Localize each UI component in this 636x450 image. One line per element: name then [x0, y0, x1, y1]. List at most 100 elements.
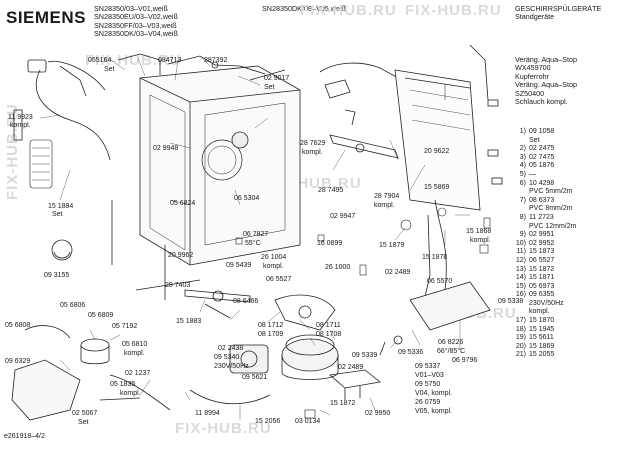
part-number-label: 11 9923 — [8, 114, 33, 121]
legend-part-number: 15 2055 — [529, 351, 555, 359]
part-number-label: 26 1004 — [261, 254, 287, 261]
legend-row: 15)05 6973 — [506, 283, 576, 292]
legend-row: 16)09 6355 — [506, 291, 576, 300]
part-number-label: 09 5338 — [498, 298, 524, 305]
part-number-label: 02 9017 — [264, 75, 290, 82]
part-number-label: 09 3155 — [44, 272, 70, 279]
legend-index: 4) — [519, 162, 526, 170]
part-number-label: 03 0134 — [295, 418, 321, 425]
legend-index: 11) — [516, 248, 526, 256]
part-number-label: 06 5570 — [427, 278, 453, 285]
model-line: SN28350EU/03–V02,weiß — [94, 12, 178, 22]
model-list: SN28350/03–V01,weiß SN28350EU/03–V02,wei… — [94, 4, 178, 39]
duct-cover — [409, 281, 491, 331]
part-number-label: 20 9622 — [424, 148, 450, 155]
legend-part-number: 15 1945 — [529, 325, 555, 333]
legend-part-number: 15 5611 — [529, 334, 554, 342]
legend-index: 12) — [515, 256, 526, 264]
legend-index: 8) — [519, 213, 526, 221]
legend-index: 10) — [515, 239, 526, 247]
legend-row: 14)15 1871 — [506, 274, 576, 283]
legend-part-number: 08 6373 — [529, 196, 555, 204]
part-number-label: V01–V03 — [415, 372, 444, 379]
part-number-label: 05 6808 — [5, 322, 31, 329]
part-number-label: 28 7403 — [165, 282, 191, 289]
legend-index: 13) — [515, 265, 526, 273]
legend-part-number: 15 1872 — [529, 265, 555, 273]
part-number-label: 15 1879 — [379, 242, 405, 249]
legend-row: PVC 12mm/2m — [506, 223, 576, 232]
part-number-label: 08 1712 — [258, 322, 284, 329]
part-number-label: kompl. — [263, 263, 284, 270]
part-number-label: 08 1711 — [316, 322, 341, 329]
legend-row: 8)11 2723 — [506, 214, 576, 223]
legend-index: 7) — [519, 196, 526, 204]
part-number-label: kompl. — [124, 350, 145, 357]
part-number-label: 06 8226 — [438, 339, 464, 346]
part-number-label: 15 1884 — [48, 203, 74, 210]
part-number-label: 15 1872 — [330, 400, 356, 407]
legend-part-number: PVC 12mm/2m — [529, 222, 577, 230]
change-notes: Veräng. Aqua–Stop WX459700 Kupferrohr Ve… — [515, 55, 577, 106]
part-number-label: Set — [104, 66, 115, 73]
legend-part-number: Set — [529, 136, 540, 144]
legend-index: 9) — [519, 231, 526, 239]
part-number-label: 06 5304 — [234, 195, 260, 202]
part-number-label: 084713 — [158, 57, 182, 64]
part-number-label: kompl. — [120, 390, 141, 397]
leveling-feet — [51, 200, 201, 300]
legend-part-number: PVC 5mm/2m — [529, 188, 573, 196]
legend-row: 6)10 4298 — [506, 180, 576, 189]
tub-frame — [139, 65, 301, 266]
sump-assembly — [11, 325, 171, 421]
part-number-label: 09 5340 — [214, 354, 240, 361]
legend-index: 5) — [519, 170, 526, 178]
part-number-label: 02 9948 — [153, 145, 179, 152]
model-variant: SN28350DK/08–V05,weiß — [262, 4, 346, 13]
part-number-label: 09 5439 — [226, 262, 252, 269]
legend-row: 1)09 1058 — [506, 128, 576, 137]
legend-index: 3) — [519, 153, 526, 161]
note-line: WX459700 — [515, 63, 551, 73]
legend-row: 3)02 7475 — [506, 154, 576, 163]
legend-part-number: 05 6973 — [529, 282, 555, 290]
legend-part-number: PVC 8mm/2m — [529, 205, 573, 213]
watermark: FIX-HUB.RU — [300, 2, 397, 19]
part-number-label: 02 2489 — [338, 364, 364, 371]
part-number-label: 20 9962 — [168, 252, 194, 259]
legend-row: 230V/50Hz — [506, 300, 576, 309]
part-number-label: 55°C — [245, 240, 261, 247]
legend-part-number: — — [529, 170, 536, 178]
part-number-label: 15 1883 — [176, 318, 202, 325]
part-number-label: Set — [52, 211, 63, 218]
part-number-label: 055164 — [88, 57, 112, 64]
part-number-label: V05, kompl. — [415, 408, 452, 415]
legend-part-number: 02 9952 — [529, 239, 555, 247]
legend-index: 2) — [519, 145, 526, 153]
legend-index: 17) — [515, 317, 526, 325]
part-number-label: 05 6809 — [88, 312, 114, 319]
legend-part-number: 15 1873 — [529, 248, 555, 256]
legend-part-number: 02 9951 — [529, 231, 555, 239]
part-number-label: 28 7904 — [374, 193, 400, 200]
legend-part-number: 05 1876 — [529, 162, 555, 170]
part-number-label: 09 5339 — [352, 352, 378, 359]
part-number-label: 15 1878 — [422, 254, 448, 261]
part-number-label: 09 5750 — [415, 381, 441, 388]
drain-motor — [189, 344, 271, 405]
brand-logo: SIEMENS — [6, 8, 87, 27]
part-number-label: 230V/50Hz — [214, 363, 249, 370]
part-number-label: 08 1709 — [258, 331, 284, 338]
part-number-label: 06 7827 — [243, 231, 269, 238]
note-line: Veräng. Aqua–Stop — [515, 80, 577, 90]
part-number-label: kompl. — [302, 149, 323, 156]
legend-index: 21) — [515, 351, 526, 359]
part-number-label: 11 8994 — [195, 410, 220, 417]
part-number-label: 26 0759 — [415, 399, 441, 406]
heater-sensors — [329, 335, 403, 400]
part-number-label: 09 6329 — [5, 358, 31, 365]
part-number-label: 15 1868 — [466, 228, 492, 235]
note-line: Kupferrohr — [515, 71, 549, 81]
